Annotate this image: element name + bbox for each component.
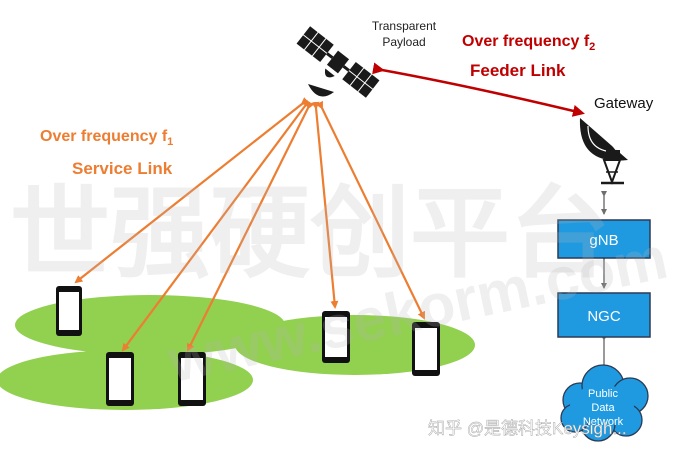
phone-icon — [56, 286, 82, 336]
ngc-box — [557, 292, 651, 338]
gateway-label: Gateway — [594, 95, 654, 112]
gnb-box — [557, 219, 651, 259]
cloud-label-line3: Network — [583, 416, 624, 428]
phone-icon — [322, 311, 350, 363]
feeder-link-arrow — [372, 62, 585, 117]
watermark-large: 世强硬创平台 — [10, 178, 610, 290]
satellite-icon — [296, 26, 380, 98]
cloud-label-line1: Public — [588, 388, 618, 400]
service-link-arrows — [74, 97, 425, 352]
gateway-dish-icon — [579, 118, 628, 185]
cloud-label-line2: Data — [591, 402, 615, 414]
service-link-label: Service Link — [72, 159, 173, 178]
payload-label-line1: Transparent — [372, 19, 437, 33]
ngc-label: NGC — [587, 308, 621, 325]
satellite-dish-icon — [308, 84, 334, 97]
phone-icon — [412, 322, 440, 376]
feeder-link-label: Feeder Link — [470, 61, 566, 80]
payload-label-line2: Payload — [382, 35, 425, 49]
phone-icon — [178, 352, 206, 406]
feeder-frequency-label: Over frequency f2 — [462, 33, 595, 53]
service-frequency-label: Over frequency f1 — [40, 128, 173, 148]
watermark-caption: 知乎 @是德科技Keysigh... — [428, 419, 627, 438]
gnb-label: gNB — [589, 232, 618, 249]
phone-icon — [106, 352, 134, 406]
